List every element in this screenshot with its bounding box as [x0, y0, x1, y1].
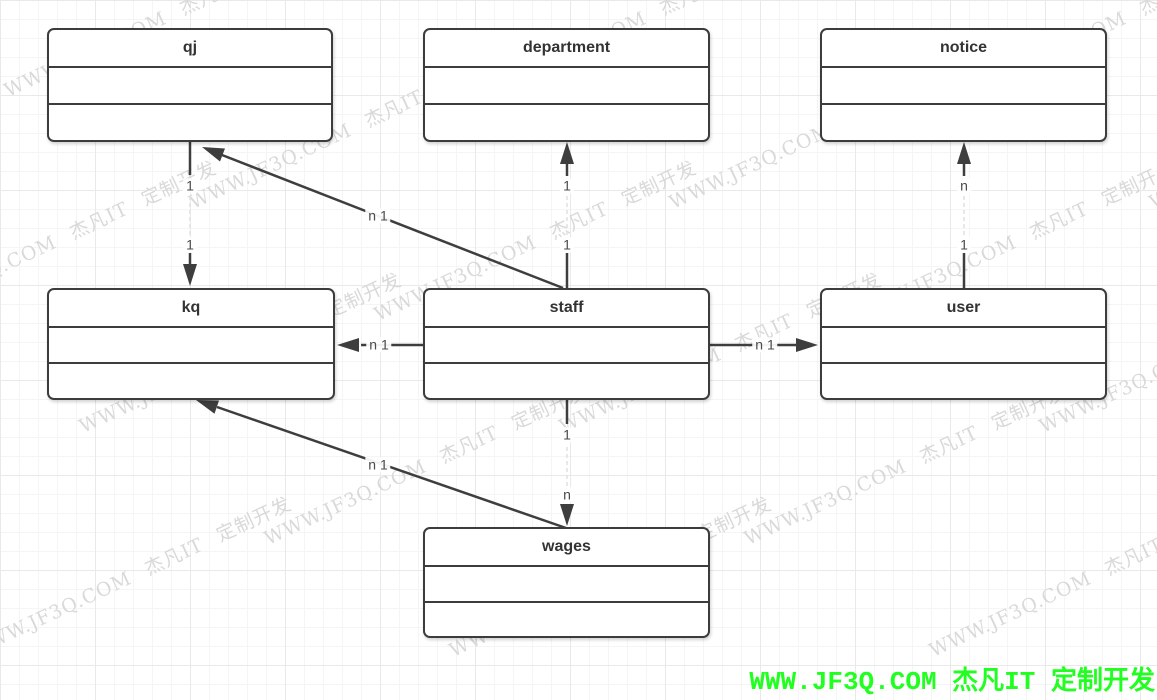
entity-methods-compartment — [49, 364, 333, 398]
entity-qj: qj — [47, 28, 333, 142]
arrowhead-into-kq-top — [183, 264, 197, 286]
connector-label: n — [560, 486, 574, 503]
arrowhead-into-wages — [560, 504, 574, 526]
entity-methods-compartment — [425, 364, 708, 398]
entity-methods-compartment — [822, 364, 1105, 398]
connector-label: n 1 — [366, 336, 392, 353]
entity-attributes-compartment — [49, 68, 331, 105]
entity-wages: wages — [423, 527, 710, 638]
connector-label: 1 — [957, 236, 971, 253]
arrowhead-into-kq-diagonal — [196, 400, 219, 414]
connector-label: 1 — [183, 177, 197, 194]
connector-label: 1 — [560, 236, 574, 253]
entity-attributes-compartment — [822, 328, 1105, 364]
footer-watermark-text: WWW.JF3Q.COM 杰凡IT 定制开发 — [749, 667, 1155, 697]
entity-methods-compartment — [425, 603, 708, 637]
connector-label: n — [957, 177, 971, 194]
connector-wages-kq-diagonal-line — [216, 405, 567, 530]
connector-label: n 1 — [365, 207, 391, 224]
entity-attributes-compartment — [425, 68, 708, 105]
entity-title: wages — [425, 529, 708, 567]
entity-methods-compartment — [425, 105, 708, 140]
connector-label: 1 — [183, 236, 197, 253]
entity-attributes-compartment — [425, 567, 708, 603]
entity-title: staff — [425, 290, 708, 328]
entity-methods-compartment — [49, 105, 331, 140]
entity-attributes-compartment — [822, 68, 1105, 105]
arrowhead-into-department — [560, 142, 574, 164]
arrowhead-into-user-left — [796, 338, 818, 352]
entity-kq: kq — [47, 288, 335, 400]
connector-label: n 1 — [752, 336, 778, 353]
connector-label: 1 — [560, 426, 574, 443]
arrowhead-into-qj-diagonal — [202, 147, 225, 162]
entity-title: notice — [822, 30, 1105, 68]
entity-staff: staff — [423, 288, 710, 400]
entity-department: department — [423, 28, 710, 142]
entity-attributes-compartment — [49, 328, 333, 364]
arrowhead-into-notice — [957, 142, 971, 164]
entity-title: user — [822, 290, 1105, 328]
entity-notice: notice — [820, 28, 1107, 142]
entity-methods-compartment — [822, 105, 1105, 140]
connector-label: n 1 — [365, 456, 391, 473]
entity-title: department — [425, 30, 708, 68]
entity-user: user — [820, 288, 1107, 400]
entity-title: kq — [49, 290, 333, 328]
entity-attributes-compartment — [425, 328, 708, 364]
entity-title: qj — [49, 30, 331, 68]
arrowhead-into-kq-right — [337, 338, 359, 352]
connector-label: 1 — [560, 177, 574, 194]
connector-staff-qj-diagonal-line — [221, 153, 564, 290]
